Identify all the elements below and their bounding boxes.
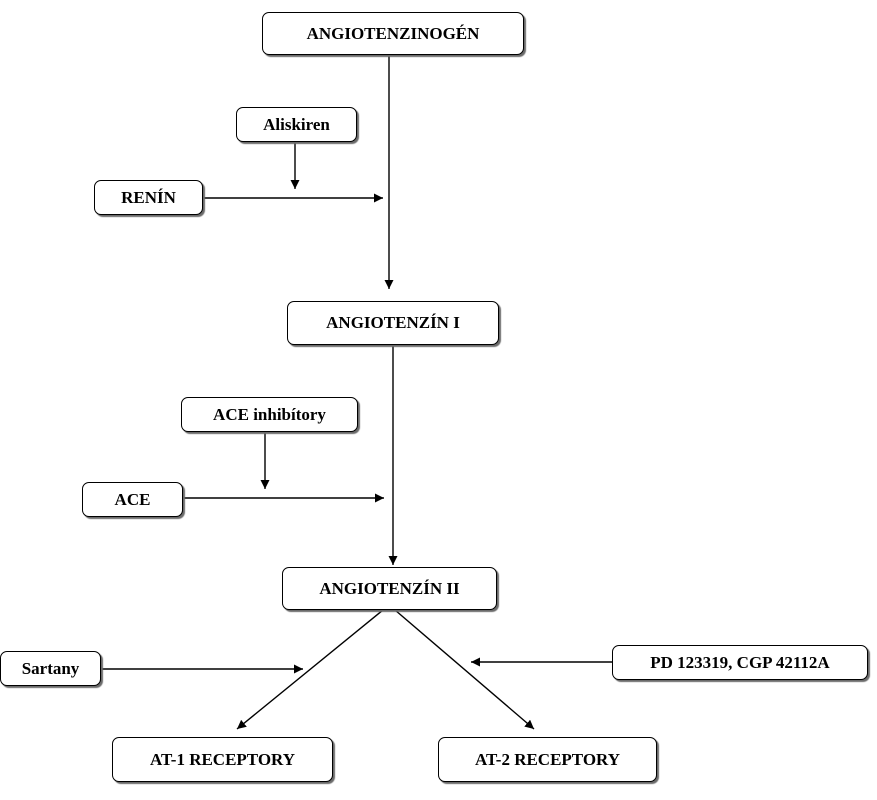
node-sartans: Sartany [0, 651, 101, 686]
node-aliskiren: Aliskiren [236, 107, 357, 142]
node-pd-cgp: PD 123319, CGP 42112A [612, 645, 868, 680]
node-angiotensin2: ANGIOTENZÍN II [282, 567, 497, 610]
node-at2-receptors: AT-2 RECEPTORY [438, 737, 657, 782]
edge-angiotensin2-to-at1 [236, 609, 384, 730]
node-ace: ACE [82, 482, 183, 517]
edge-angiotensin2-to-at2 [394, 609, 535, 730]
node-at1-receptors: AT-1 RECEPTORY [112, 737, 333, 782]
node-angiotensinogen: ANGIOTENZINOGÉN [262, 12, 524, 55]
node-ace-inhibitors: ACE inhibítory [181, 397, 358, 432]
node-angiotensin1: ANGIOTENZÍN I [287, 301, 499, 345]
node-renin: RENÍN [94, 180, 203, 215]
